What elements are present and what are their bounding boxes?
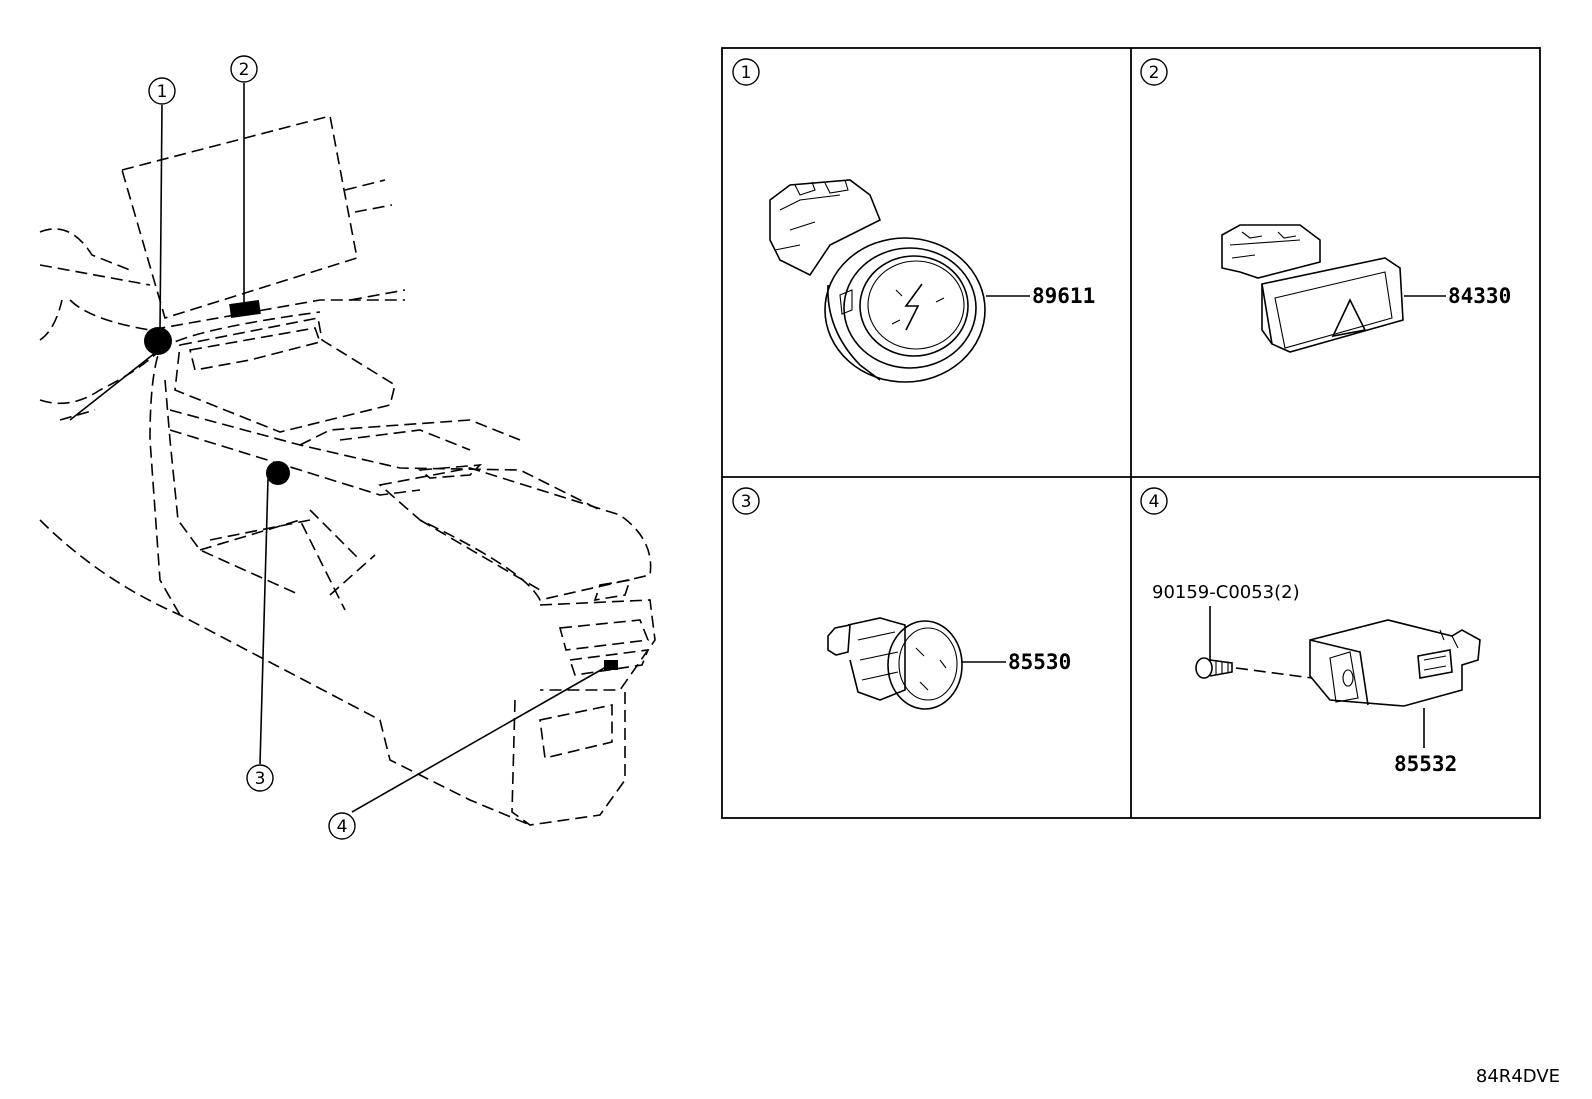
part-number-89611: 89611 — [1032, 284, 1095, 308]
marker-4 — [604, 660, 618, 670]
panel-3-callout: 3 — [732, 487, 760, 515]
callout-1[interactable]: 1 — [148, 77, 176, 105]
callout-4[interactable]: 4 — [328, 812, 356, 840]
marker-3 — [266, 461, 290, 485]
svg-text:4: 4 — [337, 817, 348, 837]
svg-text:3: 3 — [741, 492, 752, 512]
panel-4-callout: 4 — [1140, 487, 1168, 515]
panel-4: 4 90159-C0053(2) 85532 — [1140, 487, 1481, 776]
part-number-85530: 85530 — [1008, 650, 1071, 674]
power-socket-part[interactable] — [827, 617, 963, 710]
callout-3[interactable]: 3 — [246, 764, 274, 792]
panel-1: 1 89611 — [732, 58, 1095, 383]
svg-text:1: 1 — [741, 63, 752, 83]
panel-3: 3 85530 — [732, 487, 1071, 710]
power-bolt-icon — [891, 283, 945, 331]
panel-2-callout: 2 — [1140, 58, 1168, 86]
panel-2: 2 84330 — [1140, 58, 1511, 353]
svg-text:3: 3 — [255, 769, 266, 789]
power-switch-part[interactable] — [769, 179, 986, 383]
console-overview: 1 2 3 4 — [39, 55, 656, 840]
marker-1 — [144, 327, 172, 355]
part-number-85532: 85532 — [1394, 752, 1457, 776]
usb-port-part[interactable] — [1309, 619, 1481, 707]
marker-2 — [229, 299, 261, 319]
part-number-90159-C0053: 90159-C0053(2) — [1152, 582, 1300, 603]
usb-port-icon — [1417, 649, 1453, 679]
svg-text:2: 2 — [1149, 63, 1160, 83]
svg-text:2: 2 — [239, 60, 250, 80]
screw-part[interactable] — [1195, 657, 1233, 679]
svg-text:1: 1 — [157, 82, 168, 102]
hazard-switch-part[interactable] — [1221, 224, 1404, 353]
svg-text:4: 4 — [1149, 492, 1160, 512]
socket-cap-icon — [915, 647, 947, 691]
callout-2[interactable]: 2 — [230, 55, 258, 83]
hazard-triangle-icon — [1331, 298, 1367, 338]
diagram-code: 84R4DVE — [1476, 1066, 1560, 1087]
part-number-84330: 84330 — [1448, 284, 1511, 308]
panel-1-callout: 1 — [732, 58, 760, 86]
parts-grid — [721, 47, 1541, 819]
